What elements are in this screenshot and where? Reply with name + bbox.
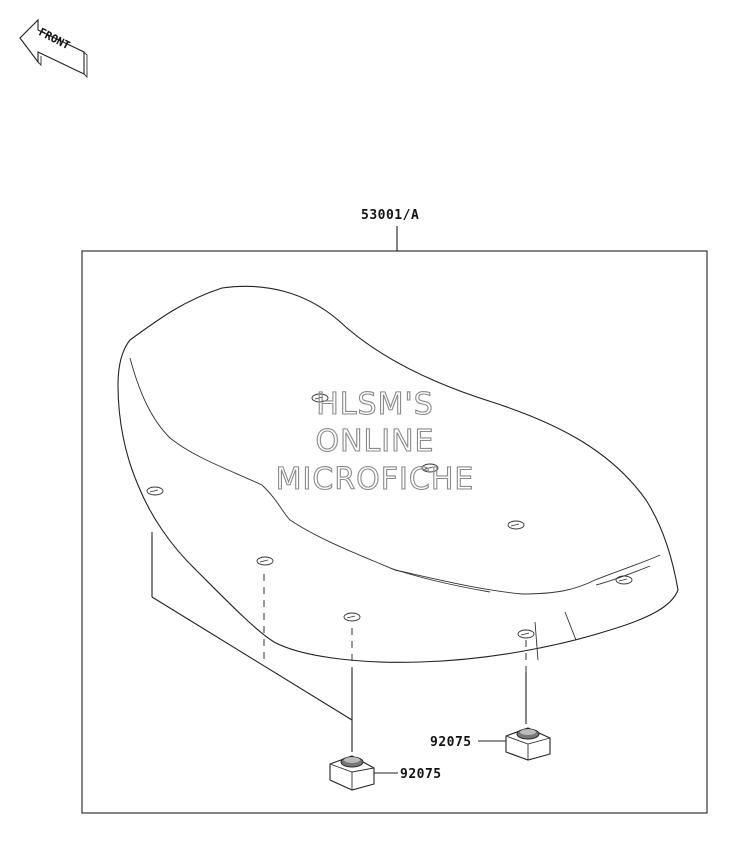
seat-illustration [117, 285, 679, 663]
front-label: FRONT [37, 26, 73, 53]
watermark-line-1: HLSM'S [316, 387, 434, 422]
front-arrow-icon: FRONT [19, 18, 88, 79]
grommet-lower: 92075 [329, 628, 442, 791]
watermark: HLSM'S ONLINE MICROFICHE [275, 386, 475, 497]
assembly-frame [81, 250, 708, 814]
left-leader-lines [151, 532, 353, 721]
watermark-line-2: ONLINE [315, 424, 434, 459]
grommet-upper: 92075 [430, 640, 551, 761]
grommet-upper-part-number: 92075 [430, 735, 472, 750]
grommet-lower-part-number: 92075 [400, 767, 442, 782]
watermark-line-3: MICROFICHE [276, 462, 475, 497]
assembly-part-number: 53001/A [361, 208, 419, 223]
